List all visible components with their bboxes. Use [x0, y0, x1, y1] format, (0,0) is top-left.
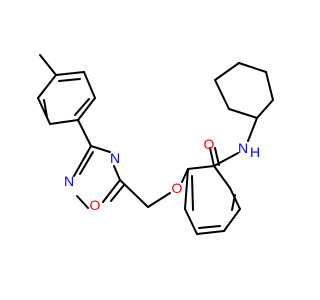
bond [214, 147, 220, 166]
bond [238, 62, 267, 73]
atom-label-o-ether: O [172, 180, 183, 196]
bond [83, 71, 96, 99]
bond [74, 98, 90, 116]
bond [55, 71, 85, 76]
bond [231, 194, 236, 211]
bond [223, 208, 241, 232]
bond [110, 184, 125, 202]
atom-label-h-amide: H [250, 144, 260, 160]
atom-label-o-carbonyl: O [204, 136, 215, 152]
atom-label-o-ring: O [90, 197, 101, 213]
bond [214, 79, 230, 110]
bond [90, 145, 111, 153]
benzene-ring [184, 165, 241, 235]
atom-label-n-ring-upper: N [110, 150, 120, 166]
bond [214, 62, 240, 81]
bond [119, 179, 149, 208]
cyclohexyl-ring [214, 62, 274, 119]
bond [228, 108, 258, 119]
bond [79, 151, 94, 175]
bond [265, 71, 274, 101]
bond [77, 119, 92, 147]
bond [256, 99, 274, 119]
oxadiazole-ring [73, 145, 149, 209]
bond [191, 175, 194, 211]
bond [39, 54, 57, 76]
bond [76, 195, 89, 209]
bond [37, 97, 51, 125]
bond [187, 165, 215, 170]
bond [77, 97, 96, 121]
bond [73, 145, 92, 177]
bond [49, 119, 79, 125]
bond [147, 192, 171, 208]
bond [213, 152, 239, 167]
bond [184, 208, 198, 235]
bond [102, 179, 121, 203]
bond [198, 225, 221, 229]
bond [58, 78, 81, 82]
tolyl-group [37, 54, 96, 147]
molecule-svg: O O N N O N H [37, 54, 274, 235]
bond [247, 117, 258, 142]
bond [196, 230, 225, 235]
bond [113, 165, 121, 181]
bond [209, 147, 215, 167]
bond [184, 168, 189, 210]
structure-diagram: O O N N O N H [37, 54, 274, 235]
bond [37, 74, 57, 99]
amide-group [209, 117, 258, 167]
atom-label-n-ring-lower: N [64, 173, 74, 189]
bond [43, 99, 48, 118]
bond [213, 165, 231, 189]
atom-label-n-amide: N [238, 140, 248, 156]
